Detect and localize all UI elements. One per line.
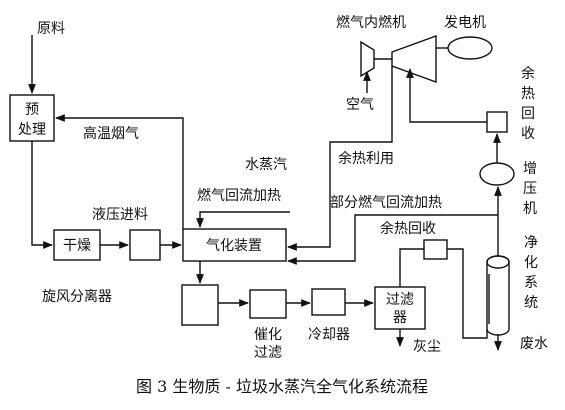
heat-recovery-top-char-2: 热: [521, 86, 535, 102]
pretreatment-box: [9, 94, 55, 142]
pretreatment-label-1: 预: [25, 102, 39, 118]
heat-recovery-top-char-3: 回: [521, 106, 535, 122]
gasifier-box: [182, 228, 287, 262]
heat-recovery-to-turbine: [406, 68, 487, 123]
steam-reflux-line: [196, 211, 290, 228]
heat-recovery-mid-label: 余热回收: [380, 220, 436, 237]
waste-heat-recovery-mid-box: [423, 239, 448, 260]
flue-gas-label: 高温烟气: [83, 125, 139, 142]
catalytic-label-2: 过滤: [254, 345, 282, 361]
compressor-icon: [360, 40, 375, 78]
partial-reflux-label: 部分燃气回流加热: [330, 194, 442, 211]
steam-label: 水蒸汽: [245, 157, 287, 173]
purification-char-3: 系: [524, 275, 538, 291]
air-label: 空气: [346, 97, 374, 113]
booster-char-3: 机: [523, 201, 537, 217]
partial-reflux-line: [287, 214, 498, 265]
cooler-box: [311, 288, 346, 316]
filter-label-2: 器: [393, 310, 407, 326]
drying-box: [53, 229, 101, 261]
cooler-label: 冷却器: [308, 327, 350, 343]
booster-char-1: 增: [523, 161, 537, 177]
heat-utilization-label: 余热利用: [338, 150, 394, 167]
drying-label: 干燥: [63, 238, 91, 254]
gas-reflux-label: 燃气回流加热: [197, 187, 281, 204]
ash-label: 灰尘: [413, 339, 441, 355]
intermediate-box: [129, 229, 161, 261]
generator-label: 发电机: [444, 15, 486, 31]
raw-material-label: 原料: [37, 21, 65, 37]
purification-char-4: 统: [524, 295, 538, 311]
flue-gas-line: [55, 114, 184, 229]
purification-char-2: 化: [524, 255, 538, 271]
booster-char-2: 压: [523, 181, 537, 197]
figure-caption: 图 3 生物质 - 垃圾水蒸汽全气化系统流程: [136, 377, 428, 396]
generator-ellipse: [447, 36, 493, 60]
heat-recovery-top-char-4: 收: [521, 126, 535, 142]
cyclone-label: 旋风分离器: [42, 288, 112, 305]
filter-label-1: 过滤: [386, 292, 414, 308]
turbine-icon: [391, 35, 437, 83]
heat-recovery-top-char-1: 余: [521, 65, 535, 82]
cyclone-box: [181, 284, 219, 326]
purification-char-1: 净: [524, 235, 538, 251]
gasifier-label: 气化装置: [206, 238, 262, 254]
booster-ellipse: [479, 162, 515, 186]
exhaust-heat-line: [287, 66, 393, 251]
waste-water-label: 废水: [520, 336, 548, 352]
catalytic-label-1: 催化: [254, 327, 282, 343]
gas-engine-label: 燃气内燃机: [336, 14, 406, 31]
filter-to-heat-recovery: [399, 248, 424, 287]
pretreatment-to-drying: [31, 141, 53, 249]
heat-recovery-to-purification: [447, 248, 488, 339]
filter-box: [374, 286, 426, 330]
pretreatment-label-2: 处理: [18, 122, 46, 138]
catalytic-filter-box: [249, 289, 287, 319]
waste-heat-recovery-top-box: [486, 111, 508, 133]
hydraulic-feed-label: 液压进料: [92, 207, 148, 223]
